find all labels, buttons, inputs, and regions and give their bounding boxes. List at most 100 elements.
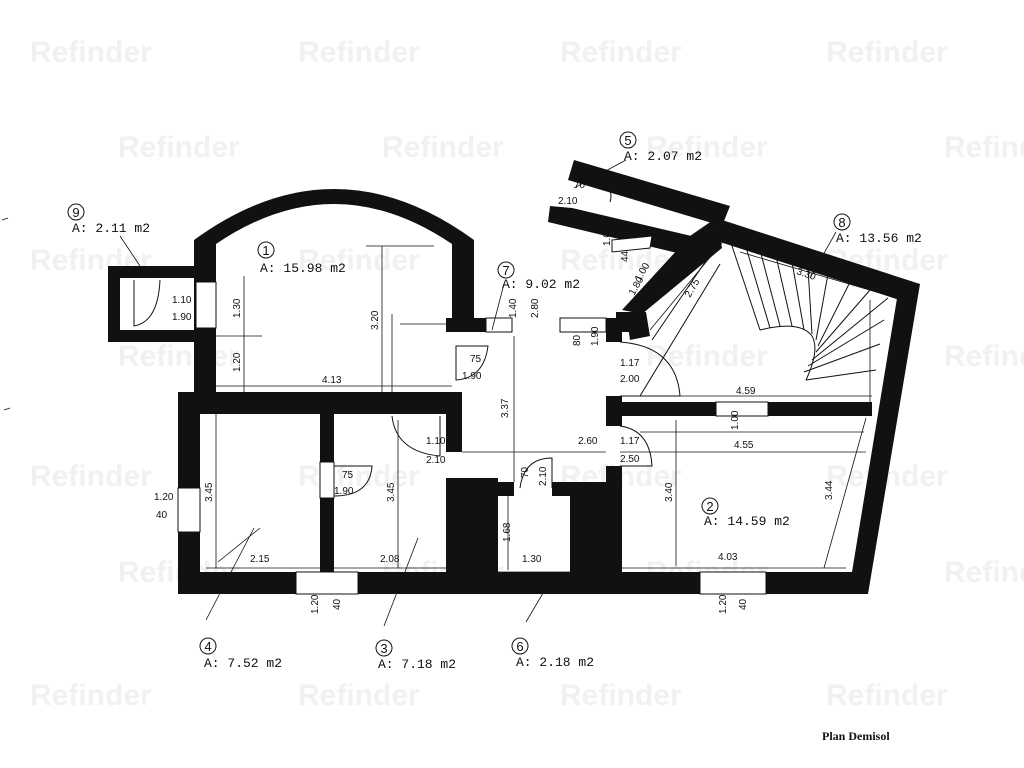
room-number: 1	[262, 243, 269, 258]
room-4-label: 4 A: 7.52 m2	[199, 637, 282, 671]
room-5-label: 5 A: 2.07 m2	[619, 131, 702, 164]
wall-stair-top	[716, 218, 920, 304]
dimension-label: 75	[470, 354, 482, 365]
wall-hall-bottom-right	[552, 482, 606, 496]
room-number: 2	[706, 499, 713, 514]
room-number-circle	[375, 639, 393, 657]
window-room4-left	[177, 487, 201, 533]
watermark: Refinder	[944, 131, 1024, 164]
wall-corridor-bottom	[548, 206, 700, 256]
dimension-label: 1.90	[590, 326, 601, 346]
dimension-label: 2.10	[538, 466, 549, 486]
watermark: Refinder	[944, 556, 1024, 589]
room-number: 9	[72, 205, 79, 220]
watermark: Refinder	[382, 131, 504, 164]
room-number: 8	[838, 215, 845, 230]
watermark: Refinder	[30, 460, 152, 493]
staircase	[624, 237, 891, 404]
watermark: Refinder	[298, 36, 420, 69]
dimension-label: 1.68	[502, 522, 513, 542]
room-area: A: 7.52 m2	[204, 656, 282, 671]
dimension-label: 3.45	[386, 482, 397, 502]
room-area: A: 9.02 m2	[502, 277, 580, 292]
room-7-label: 7 A: 9.02 m2	[497, 261, 580, 292]
watermark: Refinder	[944, 340, 1024, 373]
dimension-label: 2.15	[250, 554, 270, 565]
door-room1	[455, 345, 489, 381]
wall-corridor-top	[568, 160, 730, 226]
window-hall-top-b	[559, 317, 607, 333]
dimension-label: 3.44	[824, 480, 835, 500]
dimension-label: 1.17	[620, 358, 640, 369]
plan-title: Plan Demisol	[822, 729, 890, 743]
watermark: Refinder	[560, 36, 682, 69]
watermark: Refinder	[646, 131, 768, 164]
door-room3	[391, 415, 441, 457]
dimension-label: 1.30	[232, 298, 243, 318]
wall-hall-top-left	[446, 318, 486, 332]
dimension-labels: 4.13 3.20 1.30 1.20 1.10 1.90 75 1.90 1.…	[154, 180, 835, 614]
walls	[108, 160, 920, 594]
dimension-label: 1.05	[602, 226, 613, 246]
room-area: A: 2.07 m2	[624, 149, 702, 164]
dimension-label: 70	[574, 180, 586, 191]
dimension-label: 80	[572, 334, 583, 346]
dimension-label: 44	[620, 250, 631, 262]
dimension-label: 3.37	[500, 398, 511, 418]
dimension-label: 1.20	[718, 594, 729, 614]
door-bath	[519, 457, 553, 489]
window-room3-bottom	[295, 571, 359, 595]
dimension-label: 3.40	[664, 482, 675, 502]
dimension-label: 1.20	[154, 492, 174, 503]
dimension-label: 2.75	[683, 277, 702, 300]
watermark-layer: Refinder Refinder Refinder Refinder Refi…	[30, 36, 1024, 712]
room-number-circle	[701, 497, 719, 515]
wall-3-hall-top	[446, 392, 462, 452]
room-number-circle	[619, 131, 637, 149]
room-area: A: 2.18 m2	[516, 655, 594, 670]
dimension-label: 1.10	[426, 436, 446, 447]
room-3-label: 3 A: 7.18 m2	[375, 639, 456, 672]
dimension-label: 1.00	[730, 410, 741, 430]
watermark: Refinder	[826, 36, 948, 69]
room-1-label: 1 A: 15.98 m2	[257, 241, 346, 276]
room-number: 5	[624, 133, 631, 148]
dimension-label: 1.90	[172, 312, 192, 323]
door-stair	[619, 341, 681, 397]
dimension-label: 1.90	[334, 486, 354, 497]
room-8-label: 8 A: 13.56 m2	[833, 213, 922, 246]
wall-9-top	[108, 266, 216, 278]
watermark: Refinder	[646, 340, 768, 373]
door-room9	[133, 279, 161, 327]
window-room2-bottom	[699, 571, 767, 595]
dimension-label: 2.00	[620, 374, 640, 385]
dimension-label: 1.30	[522, 554, 542, 565]
room-area: A: 13.56 m2	[836, 231, 922, 246]
dimension-label: 4.13	[322, 375, 342, 386]
room-number: 6	[516, 639, 523, 654]
wall-stair-left	[626, 312, 650, 340]
wall-mid-left	[178, 392, 460, 414]
door-4-3	[333, 465, 373, 497]
dimension-label: 3.20	[370, 310, 381, 330]
room-number-circle	[511, 637, 529, 655]
wall-bath-right	[570, 496, 606, 572]
window-hall-top-a	[485, 317, 513, 333]
room-6-label: 6 A: 2.18 m2	[511, 637, 594, 670]
room-labels: 1 A: 15.98 m2 2 A: 14.59 m2 3 A: 7.18 m2…	[67, 131, 922, 672]
wall-hall-right-c	[606, 466, 622, 572]
room-number-circle	[833, 213, 851, 231]
dimension-label: 1.40	[508, 298, 519, 318]
room-number-circle	[67, 203, 85, 221]
watermark: Refinder	[560, 679, 682, 712]
watermark: Refinder	[298, 244, 420, 277]
dimension-label: 1.10	[172, 295, 192, 306]
room-9-label: 9 A: 2.11 m2	[67, 203, 150, 236]
windows	[177, 235, 769, 595]
wall-9-bottom	[108, 330, 216, 342]
dimension-label: 2.10	[558, 196, 578, 207]
dimension-lines	[119, 159, 867, 627]
dimension-label: 4.03	[718, 552, 738, 563]
